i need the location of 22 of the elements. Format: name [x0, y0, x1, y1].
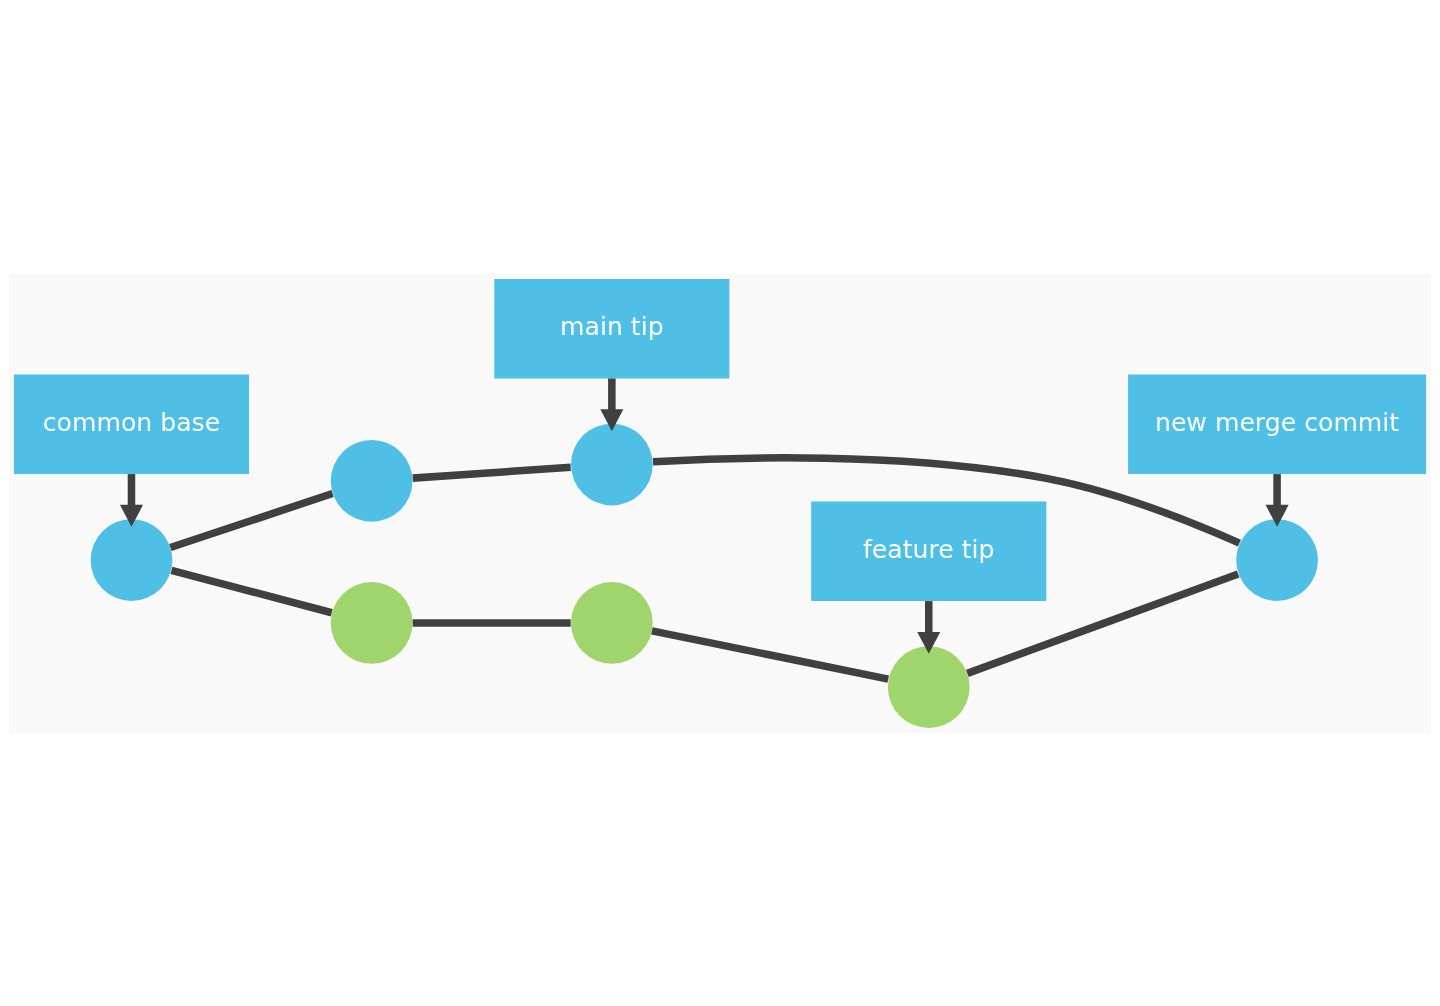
node-circle [90, 518, 173, 601]
node-box: feature tip [811, 501, 1047, 601]
connector [170, 566, 333, 616]
connector [651, 626, 889, 683]
node-circle [330, 581, 413, 664]
node-box: new merge commit [1128, 374, 1427, 474]
connector [412, 618, 571, 627]
node-circle [571, 423, 653, 505]
connector [966, 569, 1240, 677]
arrow [917, 600, 941, 654]
node-circle [330, 439, 413, 522]
node-circle [571, 581, 653, 664]
arrow [600, 378, 624, 431]
node-box: common base [13, 374, 250, 474]
arrow [1265, 473, 1289, 527]
connector [169, 489, 334, 551]
arrow [119, 473, 143, 527]
node-circle [1236, 518, 1318, 601]
node-box: main tip [494, 278, 730, 378]
node-circle [887, 645, 970, 728]
connector [412, 463, 571, 482]
connector [652, 453, 1241, 547]
